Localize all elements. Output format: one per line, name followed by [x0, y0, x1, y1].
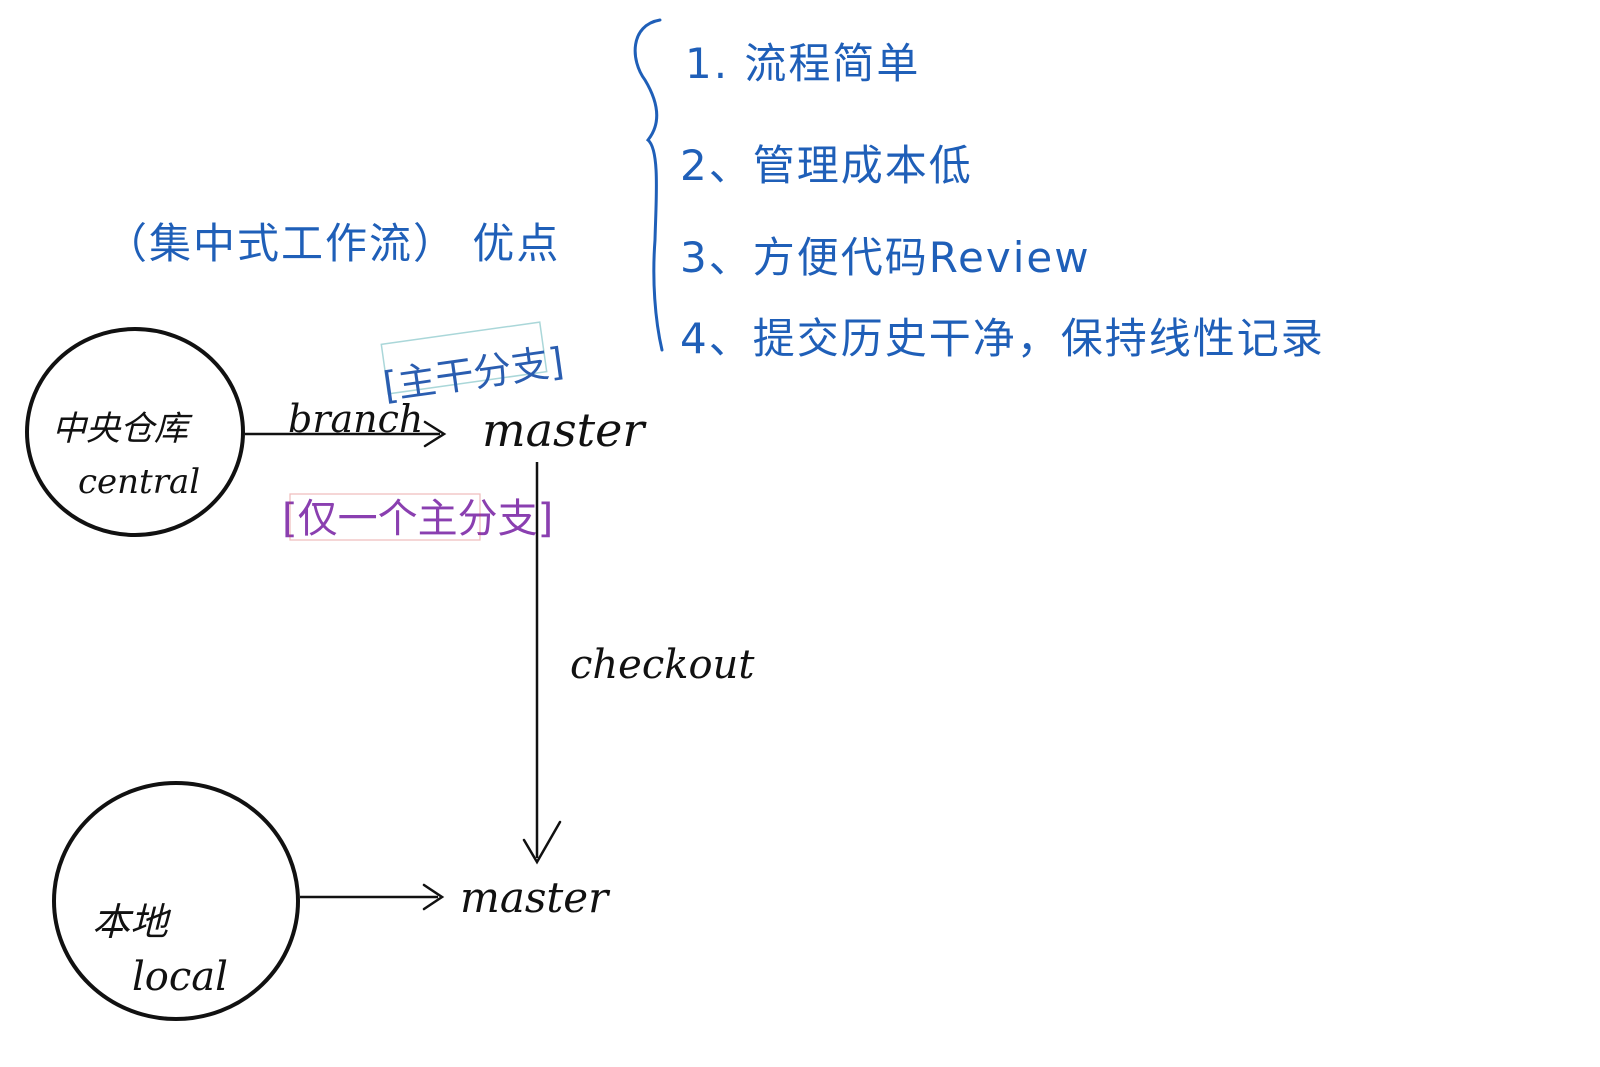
checkout-arrowhead — [522, 820, 562, 865]
local-arrowhead — [422, 883, 445, 911]
local-repo-node — [52, 781, 300, 1021]
local-repo-label-cn: 本地 — [92, 900, 172, 944]
central-repo-label-en: central — [78, 462, 200, 502]
checkout-edge-label: checkout — [570, 642, 755, 688]
advantages-brace — [633, 18, 664, 352]
branch-edge-label: branch — [288, 397, 423, 441]
title-note: （集中式工作流） 优点 — [105, 219, 560, 268]
central-repo-node — [25, 327, 245, 537]
main-branch-tag-text: [主干分支] — [380, 339, 566, 408]
advantage-item-2: 2、管理成本低 — [680, 141, 973, 190]
main-branch-tag: [主干分支] — [380, 321, 566, 408]
advantage-trailing-dot: . — [1172, 308, 1187, 357]
only-one-branch-tag: [仅一个主分支] — [282, 493, 553, 542]
branch-arrowhead — [423, 420, 447, 448]
central-repo-label-cn: 中央仓库 — [52, 409, 193, 449]
advantage-item-3: 3、方便代码Review — [680, 233, 1091, 282]
only-one-branch-tag-text: [仅一个主分支] — [282, 496, 553, 542]
advantage-item-1: 1. 流程简单 — [685, 39, 920, 88]
central-master-label: master — [482, 403, 647, 457]
local-repo-label-en: local — [132, 954, 228, 1000]
local-master-label: master — [460, 873, 611, 922]
advantage-item-4: 4、提交历史干净，保持线性记录 — [680, 314, 1325, 363]
